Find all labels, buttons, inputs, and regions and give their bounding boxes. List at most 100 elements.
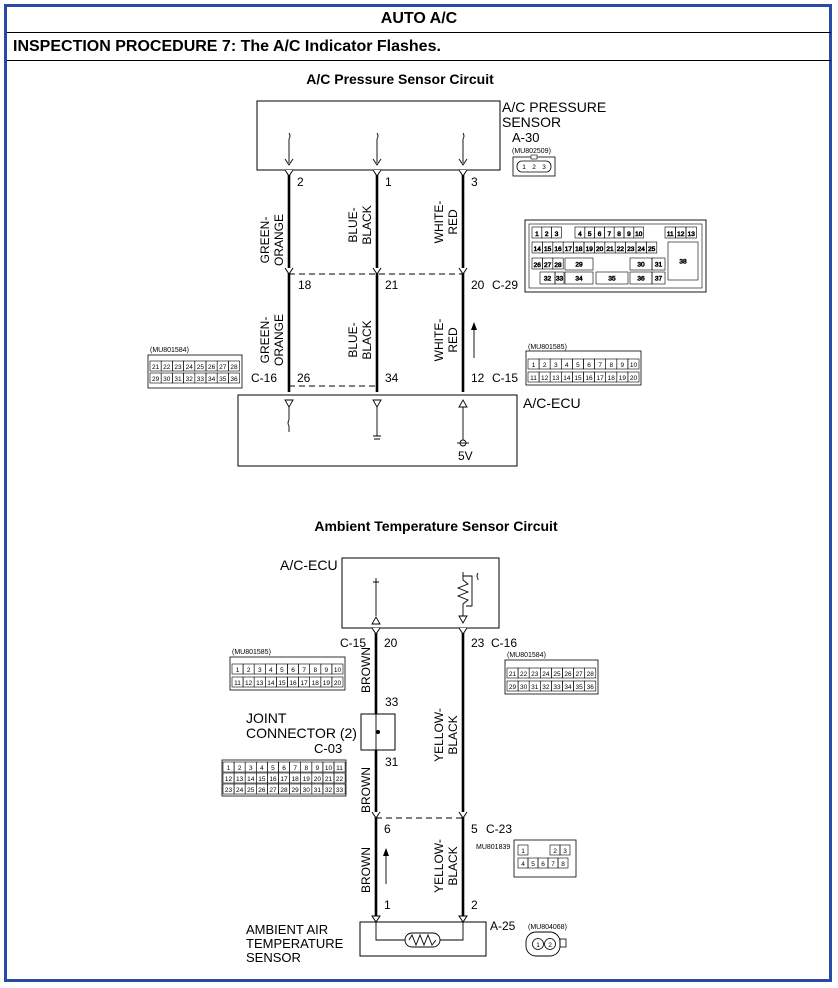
pressure-top-pin-2: 2: [297, 175, 304, 189]
wire-brown-lower: BROWN: [359, 847, 373, 893]
c29-row2-pin: 16: [554, 246, 562, 253]
c15-code: C-15: [492, 371, 518, 385]
pressure-sensor-name-2: SENSOR: [502, 114, 561, 130]
c29-row1b-pin: 5: [588, 231, 592, 238]
connector-frame: [504, 659, 599, 695]
amb-left-conn-pin: 17: [301, 680, 309, 687]
c29-row1b-pin: 10: [635, 231, 643, 238]
pressure-top-pin-3: 3: [471, 175, 478, 189]
c29-cell: [595, 271, 629, 285]
wire-color-1a-lower: GREEN-: [258, 317, 272, 364]
ambient-wires: [374, 628, 465, 916]
right-conn-pin: 8: [609, 362, 613, 369]
c29-row1a-pin: 1: [535, 231, 539, 238]
right-conn-pin: 19: [619, 375, 627, 382]
wire-color-3b-upper: RED: [446, 209, 460, 235]
joint-name-1: JOINT: [246, 710, 287, 726]
c23-pin: 7: [551, 861, 555, 868]
wire-color-1b-upper: ORANGE: [272, 214, 286, 266]
amb-left-conn-pin: 12: [245, 680, 253, 687]
amb-left-conn-pin: 20: [334, 680, 342, 687]
c29-cell: [564, 271, 594, 285]
amb-left-conn-pin: 14: [267, 680, 275, 687]
c23-b-cell: [559, 844, 571, 856]
left-conn-pin: 21: [152, 364, 160, 371]
right-conn-pin: 15: [574, 375, 582, 382]
left-conn-pin: 32: [186, 376, 194, 383]
c03-pin: 22: [336, 776, 344, 783]
ecu-voltage: 5V: [458, 449, 473, 463]
amb-left-conn-pin: 6: [291, 667, 295, 674]
c29-cell: [554, 271, 565, 285]
left-conn-pin: 36: [230, 376, 238, 383]
c23-a-pin: 1: [521, 848, 525, 855]
connector-frame: [513, 839, 577, 878]
wire-color-1b-lower: ORANGE: [272, 314, 286, 366]
page-frame: [4, 4, 832, 982]
c03-pin: 19: [303, 776, 311, 783]
c29-pin: 30: [637, 262, 645, 269]
c03-pin: 12: [225, 776, 233, 783]
left-conn-cell: [228, 372, 240, 384]
amb-left-conn-pin: 2: [247, 667, 251, 674]
pressure-top-pin-1: 1: [385, 175, 392, 189]
c29-pin-21: 21: [385, 278, 399, 292]
c29-pin: 38: [679, 259, 687, 266]
c29-pin-20: 20: [471, 278, 485, 292]
amb-right-conn-pin: 34: [564, 684, 572, 691]
ambient-sensor-name-2: TEMPERATURE: [246, 936, 344, 951]
amb-right-conn-pin: 33: [553, 684, 561, 691]
amb-right-conn-pin: 22: [520, 671, 528, 678]
c29-pin: 34: [575, 276, 583, 283]
c23-b-pin: 3: [563, 848, 567, 855]
c03-pin: 27: [269, 787, 277, 794]
c03-pin: 10: [325, 765, 333, 772]
ambient-sensor-name-1: AMBIENT AIR: [246, 922, 328, 937]
c29-row2-pin: 23: [627, 246, 635, 253]
c29-row3-cell: [552, 257, 564, 270]
left-conn-cell: [228, 360, 240, 372]
c29-row2-pin: 24: [638, 246, 646, 253]
right-conn-pin: 20: [630, 375, 638, 382]
c03-pin: 3: [249, 765, 253, 772]
c03-pin: 31: [314, 787, 322, 794]
wire-yellow-upper-a: YELLOW-: [432, 708, 446, 762]
right-conn-pin: 6: [587, 362, 591, 369]
ambient-connector-pin-1: 1: [536, 942, 540, 949]
right-connector-part: (MU801585): [528, 344, 567, 351]
c03-pin: 15: [258, 776, 266, 783]
c29-row2-pin: 18: [575, 246, 583, 253]
c23-pin: 5: [531, 861, 535, 868]
ambient-c16-code: C-16: [491, 636, 517, 650]
c29-row3-pin: 27: [544, 262, 552, 269]
c03-pin: 16: [269, 776, 277, 783]
c29-junction: [284, 267, 468, 275]
left-conn-pin: 25: [197, 364, 205, 371]
amb-right-conn-pin: 31: [531, 684, 539, 691]
c03-pin: 4: [260, 765, 264, 772]
c29-row2-pin: 19: [586, 246, 594, 253]
amb-left-conn-pin: 1: [236, 667, 240, 674]
c23-code: C-23: [486, 822, 512, 836]
thermistor-icon: [375, 922, 464, 948]
ambient-right-connector-part: (MU801584): [507, 652, 546, 659]
right-conn-pin: 13: [552, 375, 560, 382]
joint-pin-33: 33: [385, 695, 399, 709]
right-conn-pin: 12: [541, 375, 549, 382]
c23-cell: [557, 857, 569, 869]
pressure-wires: [287, 170, 465, 392]
c29-row1c-cell: [685, 226, 697, 239]
amb-right-conn-pin: 30: [520, 684, 528, 691]
pressure-sensor-name-1: A/C PRESSURE: [502, 99, 606, 115]
right-conn-pin: 11: [530, 375, 537, 382]
amb-right-conn-pin: 26: [564, 671, 572, 678]
ambient-sensor-pin-2: 2: [471, 898, 478, 912]
c16-pin-34: 34: [385, 371, 399, 385]
wire-color-1a-upper: GREEN-: [258, 217, 272, 264]
amb-left-conn-pin: 15: [278, 680, 286, 687]
c03-pin: 33: [336, 787, 344, 794]
c03-pin: 6: [282, 765, 286, 772]
c29-row2-pin: 15: [544, 246, 552, 253]
pressure-sensor-code: A-30: [512, 130, 539, 145]
